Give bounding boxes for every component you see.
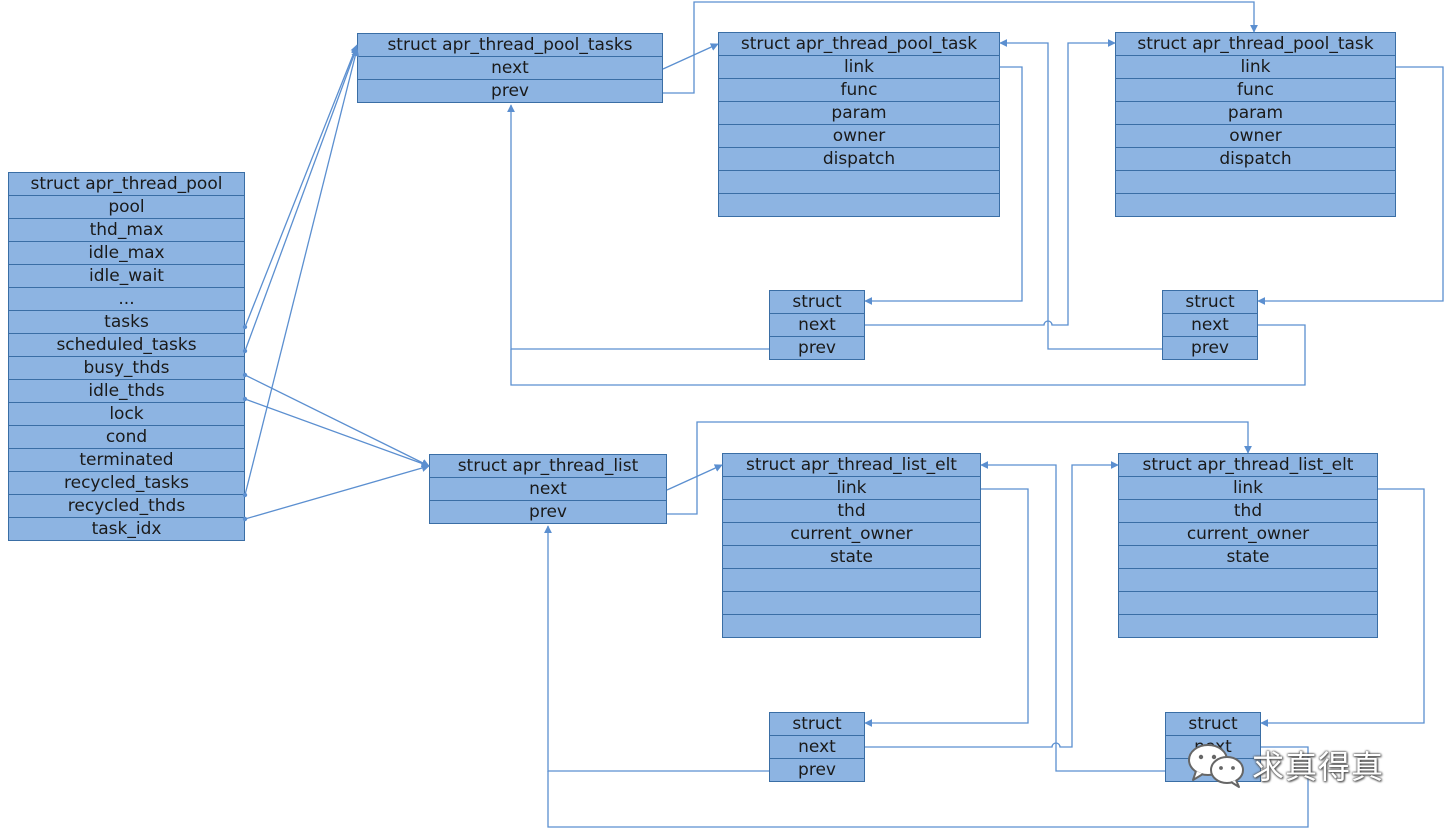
field-next: next — [357, 56, 663, 80]
field-busy-thds: busy_thds — [8, 356, 245, 380]
arrow-thread-list-next — [666, 464, 723, 491]
link-node-1: struct next prev — [769, 290, 865, 360]
field-thd: thd — [1118, 499, 1378, 523]
struct-apr-thread-pool: struct apr_thread_pool pool thd_max idle… — [8, 172, 245, 541]
struct-title: struct apr_thread_pool_task — [1115, 32, 1396, 56]
field-state: state — [1118, 545, 1378, 569]
pointer-dot — [242, 492, 248, 498]
field-current-owner: current_owner — [722, 522, 981, 546]
field-state: state — [722, 545, 981, 569]
struct-apr-thread-pool-tasks: struct apr_thread_pool_tasks next prev — [357, 33, 663, 103]
arrow-tasks-to-tasks-list — [244, 44, 359, 328]
struct-apr-thread-list-elt-2: struct apr_thread_list_elt link thd curr… — [1118, 453, 1378, 638]
field-recycled-tasks: recycled_tasks — [8, 471, 245, 495]
arrow-elt2-link — [1260, 488, 1425, 727]
arrow-link2-next — [510, 324, 1306, 386]
field-empty — [1115, 193, 1396, 217]
pointer-dot — [242, 372, 248, 378]
arrow-tasks-prev — [663, 1, 1258, 94]
pointer-dot — [242, 348, 248, 354]
pointer-dot — [242, 324, 248, 330]
field-thd-max: thd_max — [8, 218, 245, 242]
arrow-link4-next — [547, 746, 1309, 828]
arrow-recycled-tasks-to-tasks-list — [244, 48, 360, 496]
field-prev: prev — [769, 758, 865, 782]
field-empty — [722, 614, 981, 638]
arrow-link1-prev — [507, 104, 769, 350]
watermark-text: 求真得真 — [1252, 748, 1385, 786]
arrow-idle-thds-to-thread-list — [244, 398, 430, 468]
field-idle-thds: idle_thds — [8, 379, 245, 403]
arrow-task2-link — [1257, 66, 1444, 305]
arrow-elt1-link — [864, 488, 1029, 727]
arrow-recycled-thds-to-thread-list — [244, 464, 430, 520]
struct-title: struct apr_thread_list_elt — [722, 453, 981, 477]
arrow-link2-prev — [999, 39, 1162, 350]
field-recycled-thds: recycled_thds — [8, 494, 245, 518]
arrow-link4-prev — [980, 461, 1165, 772]
arrow-link1-next — [865, 39, 1116, 326]
field-next: next — [1162, 313, 1258, 337]
field-param: param — [718, 101, 1000, 125]
field-ellipsis: ... — [8, 287, 245, 311]
struct-apr-thread-list: struct apr_thread_list next prev — [429, 454, 667, 524]
field-struct: struct — [769, 712, 865, 736]
field-idle-wait: idle_wait — [8, 264, 245, 288]
struct-apr-thread-pool-task-1: struct apr_thread_pool_task link func pa… — [718, 32, 1000, 217]
field-link: link — [1118, 476, 1378, 500]
link-node-3: struct next prev — [769, 712, 865, 782]
arrow-link3-prev — [544, 525, 769, 772]
watermark: 求真得真 — [1186, 740, 1384, 790]
field-next: next — [429, 477, 667, 501]
field-link: link — [718, 55, 1000, 79]
arrow-thread-list-prev — [667, 421, 1252, 515]
field-prev: prev — [1162, 336, 1258, 360]
field-empty — [1118, 614, 1378, 638]
field-struct: struct — [769, 290, 865, 314]
field-terminated: terminated — [8, 448, 245, 472]
field-tasks: tasks — [8, 310, 245, 334]
field-prev: prev — [769, 336, 865, 360]
field-empty — [1118, 591, 1378, 615]
field-struct: struct — [1162, 290, 1258, 314]
arrow-link3-next — [865, 461, 1119, 748]
field-param: param — [1115, 101, 1396, 125]
arrow-tasks-next — [662, 43, 719, 70]
link-node-2: struct next prev — [1162, 290, 1258, 360]
wechat-icon — [1188, 744, 1244, 788]
pointer-dot — [242, 516, 248, 522]
field-prev: prev — [429, 500, 667, 524]
field-empty — [1115, 170, 1396, 194]
struct-apr-thread-list-elt-1: struct apr_thread_list_elt link thd curr… — [722, 453, 981, 638]
pointer-dot — [242, 396, 248, 402]
field-task-idx: task_idx — [8, 517, 245, 541]
struct-title: struct apr_thread_pool_tasks — [357, 33, 663, 57]
field-prev: prev — [357, 79, 663, 103]
struct-apr-thread-pool-task-2: struct apr_thread_pool_task link func pa… — [1115, 32, 1396, 217]
arrow-scheduled-tasks-to-tasks-list — [244, 46, 359, 352]
field-empty — [718, 193, 1000, 217]
struct-title: struct apr_thread_pool — [8, 172, 245, 196]
struct-title: struct apr_thread_pool_task — [718, 32, 1000, 56]
field-cond: cond — [8, 425, 245, 449]
arrow-busy-thds-to-thread-list — [244, 374, 430, 467]
field-func: func — [1115, 78, 1396, 102]
arrow-task1-link — [864, 66, 1023, 305]
link-node-4: struct next prev — [1165, 712, 1261, 782]
